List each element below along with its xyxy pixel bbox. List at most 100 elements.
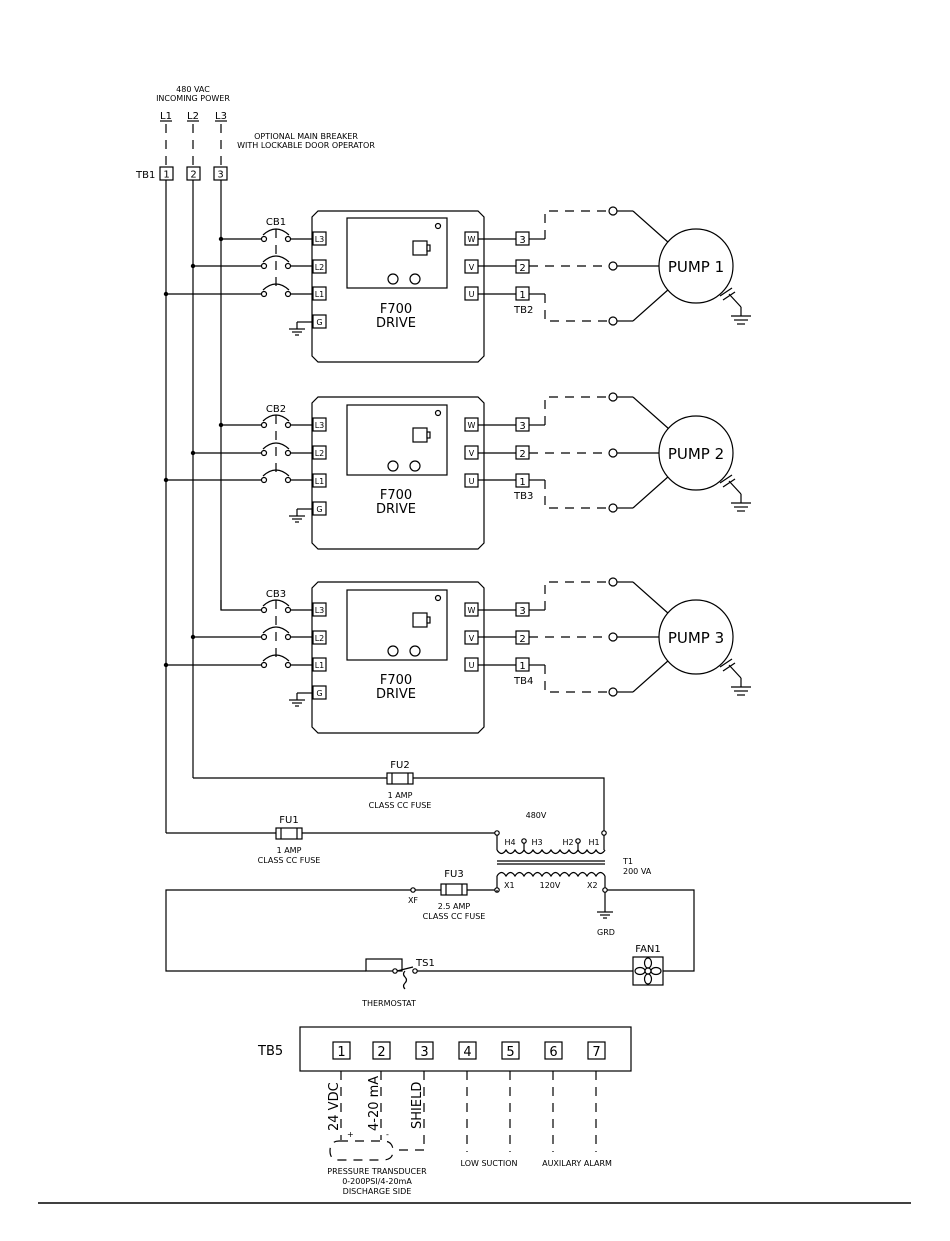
transducer-label-1: PRESSURE TRANSDUCER (327, 1167, 427, 1176)
cb2-label: CB2 (266, 404, 286, 415)
tb3-label: TB3 (513, 491, 533, 502)
tb2-terminal-1: 1 (519, 290, 525, 301)
signal-shield: SHIELD (410, 1082, 425, 1129)
optional-breaker-note-2: WITH LOCKABLE DOOR OPERATOR (237, 141, 375, 150)
fu1-label: FU1 (279, 815, 298, 826)
t1-ground-label: GRD (597, 928, 615, 937)
line-label-l1: L1 (160, 111, 172, 122)
pump-1-motor (658, 228, 734, 304)
fu1-fuse (275, 827, 303, 840)
tb2-label: TB2 (513, 305, 533, 316)
main-breaker-dashes (165, 124, 222, 166)
tb5-label: TB5 (257, 1044, 283, 1059)
tb1-terminals: 1 2 3 (159, 166, 228, 181)
fan1-label: FAN1 (635, 944, 661, 955)
signal-420ma: 4-20 mA (367, 1076, 382, 1131)
t1-label: T1 (622, 857, 633, 866)
power-bus (165, 180, 222, 833)
tb5-terminal-7: 7 (592, 1045, 600, 1060)
tb3-terminal-1: 1 (519, 477, 525, 488)
fu3-rating: 2.5 AMP (438, 902, 471, 911)
tb5-terminal-4: 4 (463, 1045, 471, 1060)
fu2-type: CLASS CC FUSE (369, 801, 432, 810)
t1-tap-h1: H1 (588, 838, 599, 847)
drive-2-out-w: W (468, 421, 476, 430)
pump-3-motor (658, 599, 734, 675)
t1-tap-h2: H2 (562, 838, 573, 847)
tb4-terminal-1: 1 (519, 661, 525, 672)
drive-section-2: CB2 L3 L2 L1 G F700 DRIVE W V U (163, 392, 751, 550)
drive-3-in-l3: L3 (315, 606, 325, 615)
cb1-label: CB1 (266, 217, 286, 228)
drive-2-in-l1: L1 (315, 477, 325, 486)
ts1-body (365, 958, 403, 972)
drive-1-in-l1: L1 (315, 290, 325, 299)
tb4-terminal-2: 2 (519, 634, 525, 645)
line-label-l2: L2 (187, 111, 199, 122)
tb5-terminal-3: 3 (420, 1045, 428, 1060)
drive-section-1: CB1 L3 L2 L1 G F700 DRIVE W V U (163, 206, 751, 363)
drive-1-out-v: V (469, 263, 475, 272)
xf-label: XF (408, 896, 418, 905)
t1-tap-h3: H3 (531, 838, 542, 847)
fu2-rating: 1 AMP (388, 791, 413, 800)
drive-2-out-u: U (469, 477, 475, 486)
aux-alarm-label: AUXILARY ALARM (542, 1159, 612, 1168)
drive-1-ground-term: G (316, 318, 322, 327)
transducer-label-2: 0-200PSI/4-20mA (342, 1177, 412, 1186)
tb2-terminal-2: 2 (519, 263, 525, 274)
cb3-label: CB3 (266, 589, 286, 600)
drive-1-out-u: U (469, 290, 475, 299)
control-circuit: FU2 1 AMP CLASS CC FUSE FU1 1 AMP CLASS … (165, 760, 695, 1008)
drive-2-in-l3: L3 (315, 421, 325, 430)
pump-1-label: PUMP 1 (668, 258, 724, 276)
tb5-block: TB5 1 2 3 4 5 6 7 24 VDC 4-20 mA SHIELD … (257, 1026, 632, 1196)
tb2-terminal-3: 3 (519, 235, 525, 246)
tb4-terminal-3: 3 (519, 606, 525, 617)
fu1-type: CLASS CC FUSE (258, 856, 321, 865)
signal-24vdc: 24 VDC (327, 1082, 342, 1131)
drive-1-out-w: W (468, 235, 476, 244)
tb3-terminal-3: 3 (519, 421, 525, 432)
minus-sign: - (386, 1130, 389, 1139)
tb5-terminal-2: 2 (377, 1045, 385, 1060)
drive-3-body (311, 581, 485, 734)
tb1-label: TB1 (135, 170, 155, 181)
thermostat-label: THERMOSTAT (361, 999, 416, 1008)
pump-3-label: PUMP 3 (668, 629, 724, 647)
fu2-fuse (386, 772, 414, 785)
line-labels: L1 L2 L3 (160, 111, 227, 122)
t1-x1: X1 (504, 881, 515, 890)
t1-x2: X2 (587, 881, 598, 890)
drive-1-body (311, 210, 485, 363)
line-label-l3: L3 (215, 111, 227, 122)
t1-primary-voltage: 480V (526, 811, 547, 820)
drive-2-type: DRIVE (376, 502, 416, 517)
drive-3-ground-term: G (316, 689, 322, 698)
drive-1-model: F700 (380, 302, 412, 317)
drive-2-ground-term: G (316, 505, 322, 514)
tb1-terminal-2: 2 (190, 170, 196, 181)
transducer-label-3: DISCHARGE SIDE (343, 1187, 412, 1196)
drive-2-body (311, 396, 485, 550)
low-suction-label: LOW SUCTION (461, 1159, 518, 1168)
tb5-terminal-5: 5 (506, 1045, 514, 1060)
drive-2-out-v: V (469, 449, 475, 458)
t1-rating: 200 VA (623, 867, 652, 876)
drive-3-type: DRIVE (376, 687, 416, 702)
t1-primary-winding (496, 848, 606, 855)
pressure-transducer-cable (329, 1140, 394, 1161)
drive-1-type: DRIVE (376, 316, 416, 331)
plus-sign: + (347, 1130, 354, 1139)
tb1-terminal-1: 1 (163, 170, 169, 181)
drive-3-out-w: W (468, 606, 476, 615)
tb4-label: TB4 (513, 676, 533, 687)
drive-3-in-l1: L1 (315, 661, 325, 670)
incoming-voltage: 480 VAC (176, 85, 210, 94)
drive-section-3: CB3 L3 L2 L1 G F700 DRIVE W V U (163, 577, 751, 734)
fu3-label: FU3 (444, 869, 463, 880)
ts1-label: TS1 (415, 958, 435, 969)
drive-1-in-l3: L3 (315, 235, 325, 244)
drive-2-model: F700 (380, 488, 412, 503)
